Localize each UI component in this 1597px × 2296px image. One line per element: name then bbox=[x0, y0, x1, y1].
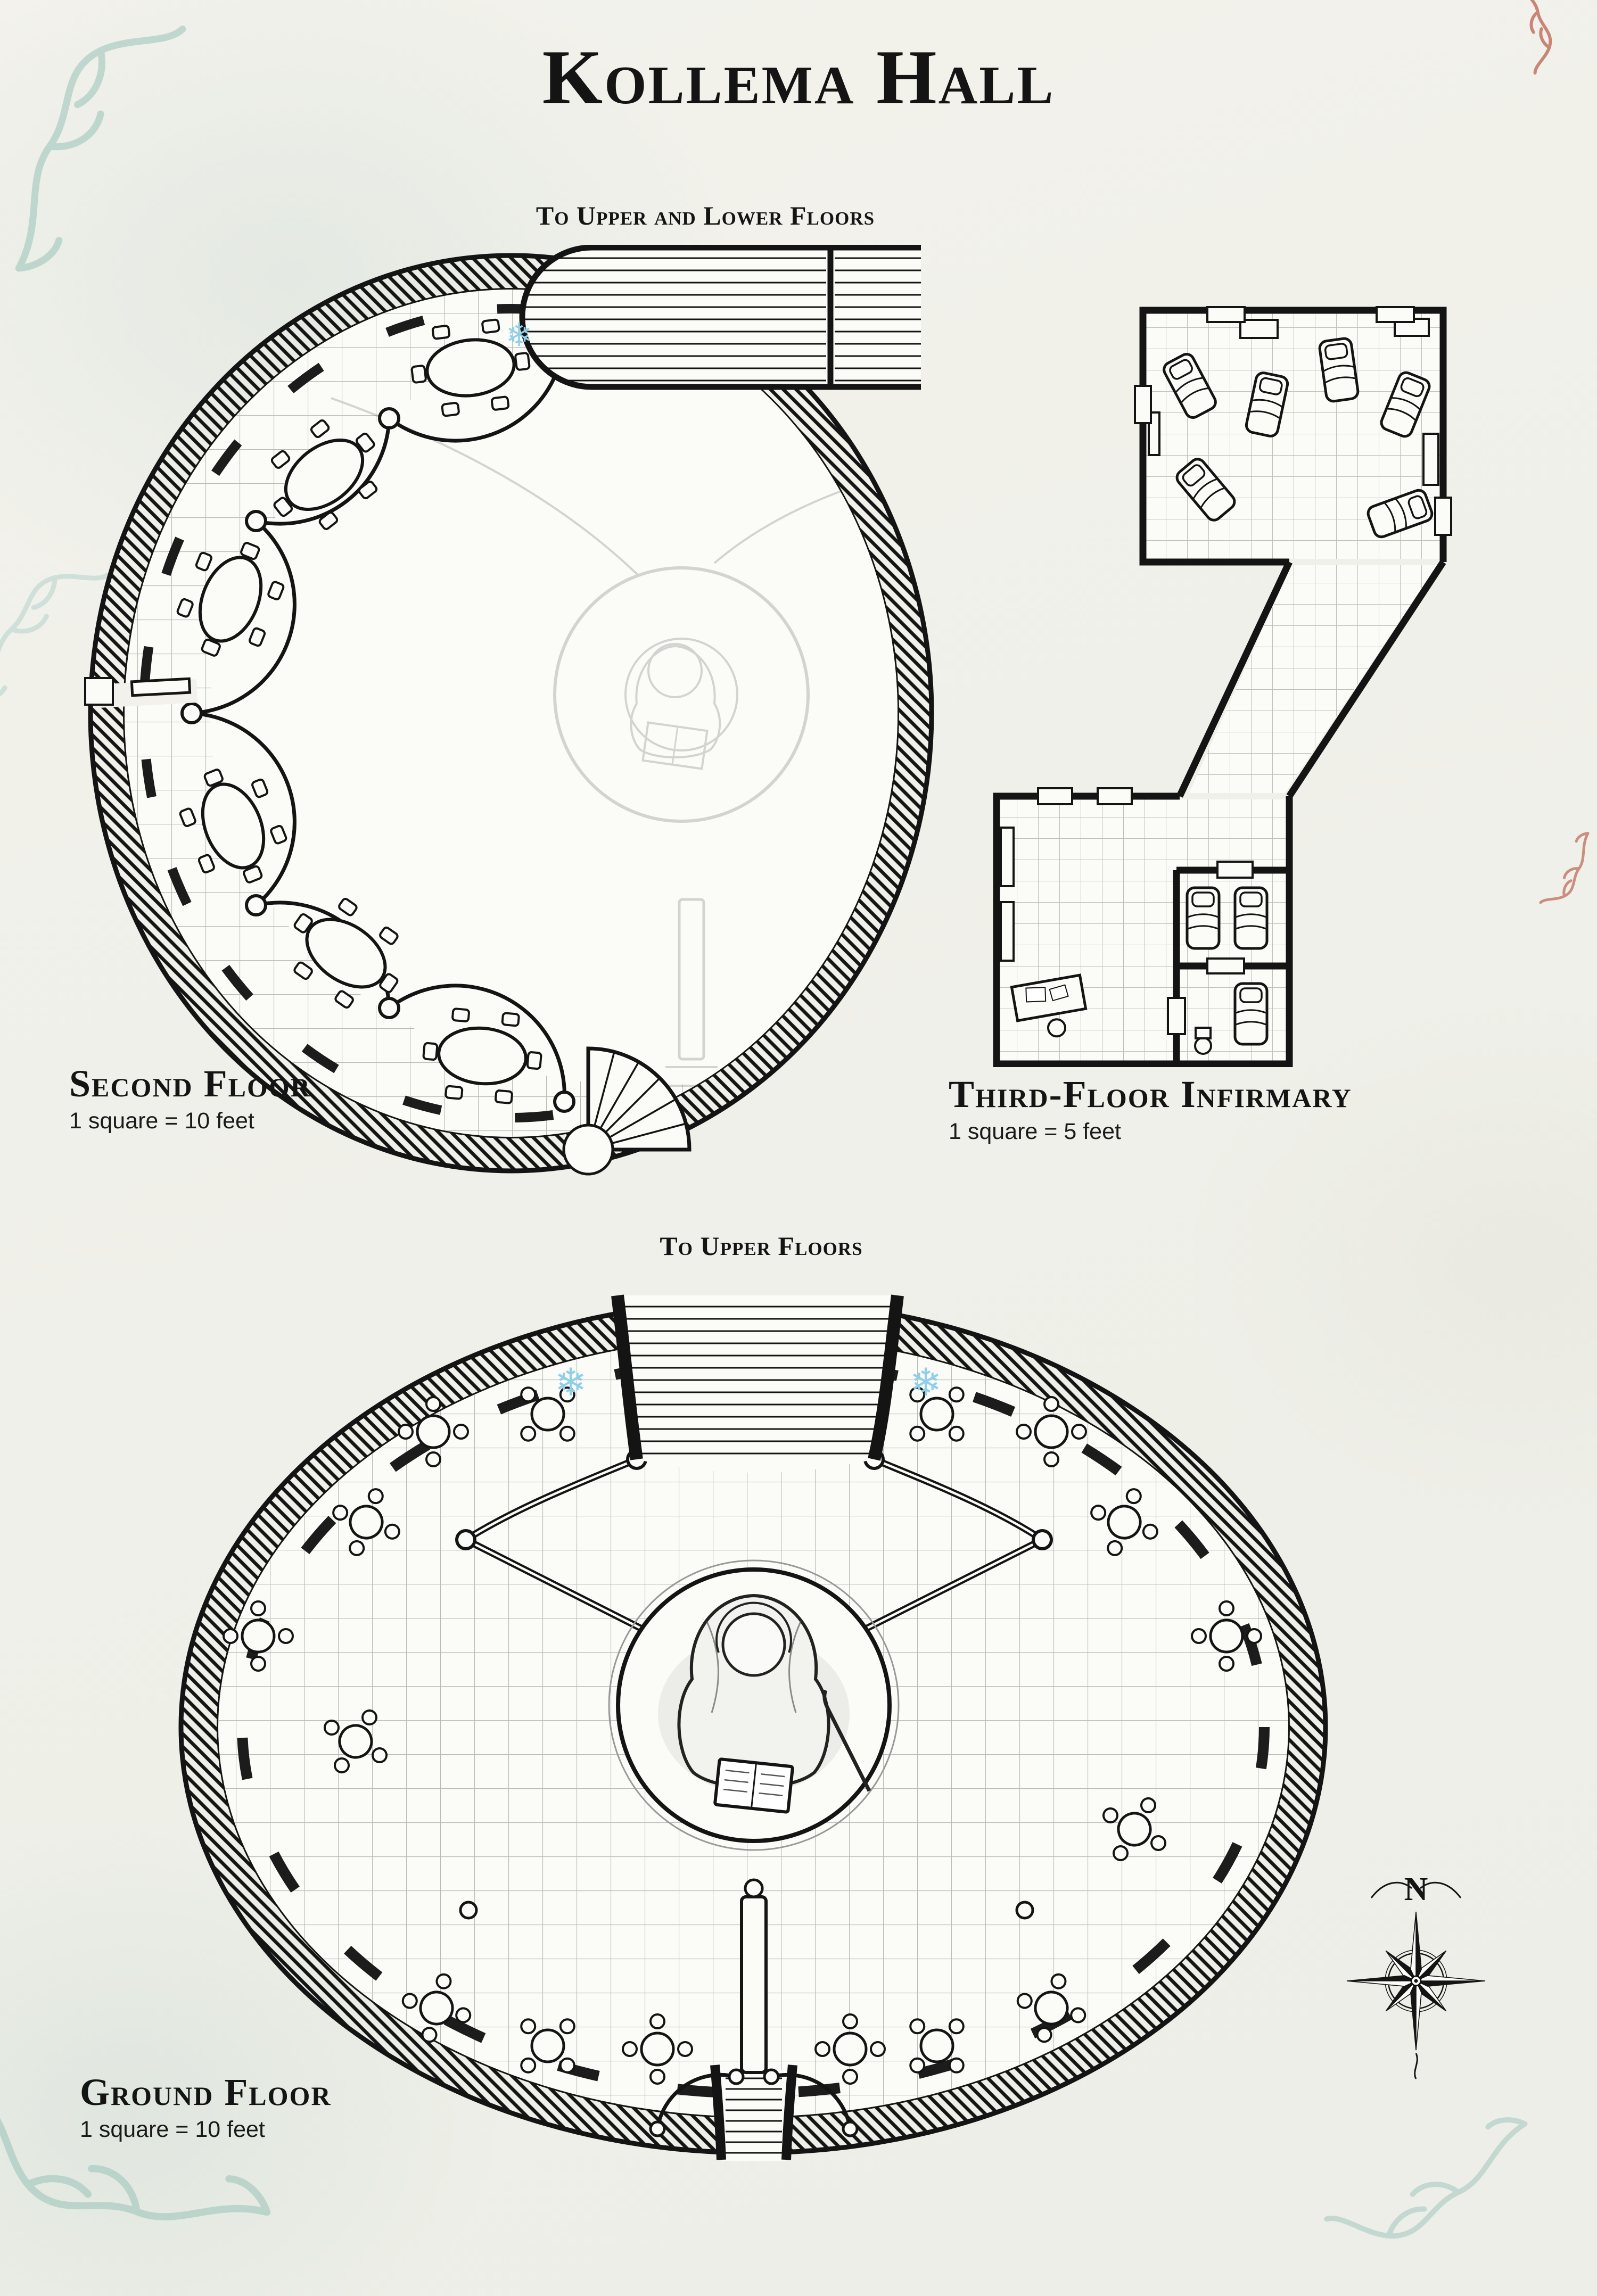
doors bbox=[1037, 306, 1452, 1035]
compass-rose: N bbox=[1346, 1871, 1486, 2079]
hooded-head bbox=[721, 1612, 786, 1677]
railing-pillar bbox=[455, 1529, 476, 1550]
door bbox=[1134, 385, 1152, 424]
cot bbox=[1319, 337, 1359, 402]
stairs-to-upper-and-lower-floors bbox=[519, 245, 921, 390]
side-door bbox=[84, 677, 198, 708]
door bbox=[1376, 306, 1415, 323]
pillar bbox=[459, 1901, 478, 1920]
shelf bbox=[1000, 901, 1015, 962]
corner-flourish-bottom-right bbox=[1327, 2062, 1525, 2281]
cot bbox=[1235, 888, 1267, 948]
second-floor-map: ❄ bbox=[84, 245, 934, 1176]
pillar bbox=[1015, 1901, 1034, 1920]
ground-floor-stairs-label: To Upper Floors bbox=[660, 1231, 863, 1261]
third-floor-scale: 1 square = 5 feet bbox=[949, 1119, 1121, 1144]
nightstand bbox=[1239, 319, 1279, 339]
snowflake-icon: ❄ bbox=[910, 1361, 942, 1404]
door bbox=[1037, 787, 1073, 805]
cot bbox=[1187, 888, 1219, 948]
door bbox=[1097, 787, 1133, 805]
reading-figure bbox=[677, 1593, 871, 1814]
ground-floor-scale: 1 square = 10 feet bbox=[80, 2117, 265, 2142]
basin bbox=[1194, 1037, 1212, 1055]
bottom-entry bbox=[649, 1878, 859, 2161]
page-title: Kollema Hall bbox=[542, 34, 1055, 120]
railing-pillar bbox=[763, 2068, 780, 2085]
desk bbox=[1010, 973, 1088, 1038]
door bbox=[1206, 957, 1245, 974]
railing-pillar bbox=[842, 2120, 859, 2137]
north-label: N bbox=[1404, 1871, 1428, 1907]
railing-pillar bbox=[245, 894, 267, 916]
quill bbox=[822, 1689, 871, 1792]
red-flourish-right bbox=[1541, 833, 1588, 903]
railing-pillar bbox=[245, 510, 267, 532]
door bbox=[1167, 997, 1186, 1035]
third-floor-caption: Third-Floor Infirmary 1 square = 5 feet bbox=[949, 1075, 1352, 1145]
railing-pillar bbox=[649, 2120, 666, 2137]
basin-stand bbox=[1195, 1027, 1212, 1039]
infirmary-upper-ward bbox=[1148, 318, 1439, 539]
snowflake-icon: ❄ bbox=[555, 1361, 587, 1404]
snowflake-icon: ❄ bbox=[506, 318, 532, 353]
railing-pillar bbox=[553, 1091, 575, 1113]
shelf bbox=[1000, 827, 1015, 887]
third-floor-name: Third-Floor Infirmary bbox=[949, 1073, 1352, 1116]
winder-stairs-down bbox=[562, 1046, 692, 1176]
door bbox=[1206, 306, 1246, 323]
stairs-to-upper-floors bbox=[611, 1294, 904, 1473]
door bbox=[1216, 861, 1254, 879]
open-book bbox=[713, 1757, 794, 1814]
second-floor-name: Second Floor bbox=[69, 1062, 311, 1105]
ground-floor-map: ❄ ❄ bbox=[178, 1294, 1328, 2161]
cot bbox=[1235, 984, 1267, 1044]
ground-floor-name: Ground Floor bbox=[80, 2071, 332, 2113]
railing-pillar bbox=[1032, 1529, 1053, 1550]
railing-pillar bbox=[378, 407, 400, 430]
dresser bbox=[1422, 433, 1439, 486]
door bbox=[1434, 497, 1452, 536]
compass-star bbox=[1346, 1911, 1486, 2051]
ground-floor-caption: Ground Floor 1 square = 10 feet bbox=[80, 2073, 332, 2143]
pillar bbox=[744, 1878, 764, 1898]
third-floor-infirmary-map bbox=[993, 306, 1452, 1067]
second-floor-stairs-label: To Upper and Lower Floors bbox=[536, 201, 875, 230]
railing-pillar bbox=[180, 702, 203, 724]
second-floor-caption: Second Floor 1 square = 10 feet bbox=[69, 1064, 311, 1134]
infirmary-floors bbox=[1000, 313, 1440, 1061]
railing-pillar bbox=[728, 2068, 745, 2085]
second-floor-scale: 1 square = 10 feet bbox=[69, 1108, 254, 1134]
central-dais bbox=[608, 1559, 900, 1851]
stair-railings bbox=[455, 1449, 1053, 1632]
railing-pillar bbox=[378, 997, 400, 1019]
runner-table bbox=[740, 1895, 768, 2074]
infirmary-lower-rooms bbox=[1000, 827, 1267, 1055]
compass-flourish bbox=[1370, 1881, 1462, 2079]
